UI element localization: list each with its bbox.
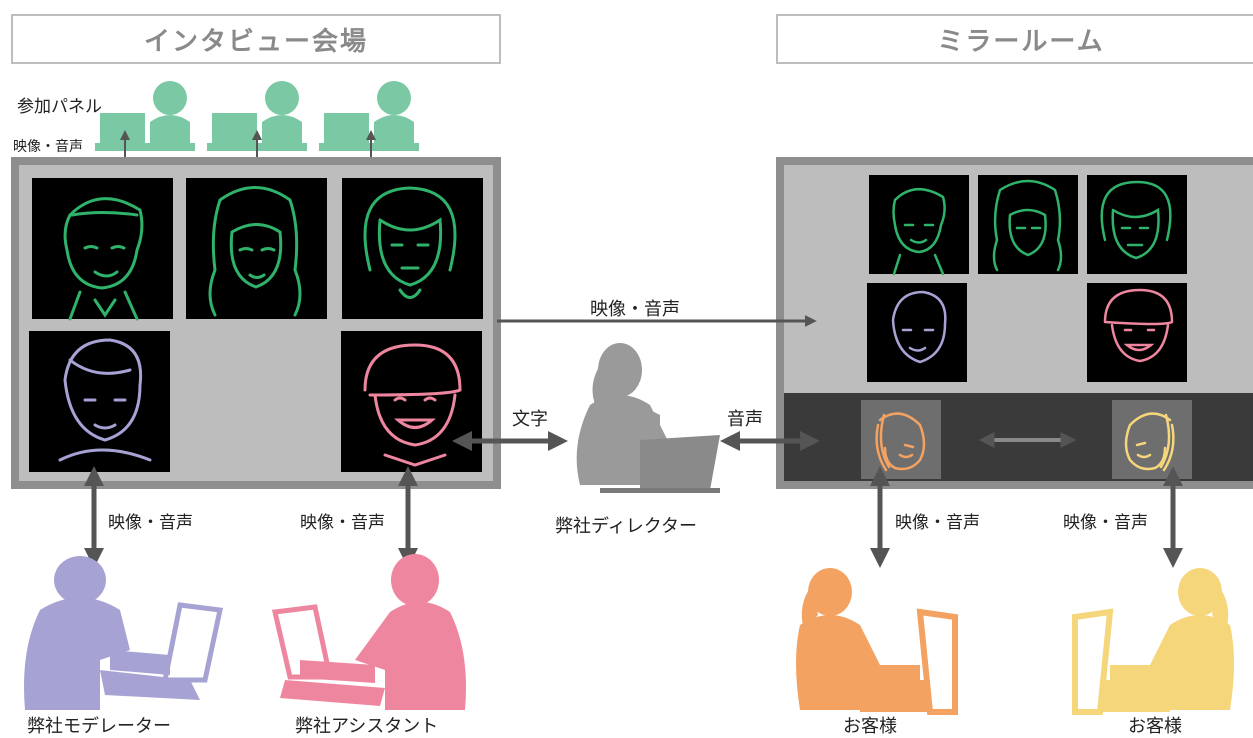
mirror-tile-green-1 bbox=[869, 175, 969, 276]
moderator-figure bbox=[24, 556, 224, 710]
mirror-room-title: ミラールーム bbox=[776, 14, 1253, 64]
moderator-label: 弊社モデレーター bbox=[27, 716, 171, 737]
panel-link-label: 映像・音声 bbox=[13, 139, 83, 155]
panel-label: 参加パネル bbox=[17, 97, 102, 117]
face-tile-green-1 bbox=[32, 178, 173, 321]
face-tile-purple bbox=[29, 331, 170, 472]
customer1-link-label: 映像・音声 bbox=[895, 513, 980, 533]
director-figure bbox=[576, 343, 720, 493]
customer2-figure bbox=[1072, 568, 1234, 715]
mirror-tile-pink bbox=[1087, 283, 1187, 382]
panel-participant-1 bbox=[95, 81, 195, 151]
customer1-label: お客様 bbox=[843, 716, 897, 737]
mirror-tile-green-3 bbox=[1087, 175, 1187, 274]
assistant-link-label: 映像・音声 bbox=[300, 513, 385, 533]
observer-tile-orange bbox=[861, 400, 941, 479]
customer2-label: お客様 bbox=[1128, 716, 1182, 737]
mirror-tile-green-2 bbox=[978, 175, 1078, 274]
customer1-figure bbox=[796, 568, 958, 715]
mirror-tile-purple bbox=[867, 283, 967, 382]
director-text-label: 文字 bbox=[512, 409, 548, 430]
observer-tile-yellow bbox=[1112, 400, 1192, 479]
face-tile-green-2 bbox=[186, 178, 327, 319]
panel-participant-3 bbox=[319, 81, 419, 151]
director-label: 弊社ディレクター bbox=[555, 516, 698, 537]
director-audio-label: 音声 bbox=[727, 409, 763, 430]
face-tile-pink bbox=[341, 331, 482, 472]
customer2-link-label: 映像・音声 bbox=[1063, 513, 1148, 533]
assistant-label: 弊社アシスタント bbox=[295, 716, 439, 737]
face-tile-green-3 bbox=[342, 178, 483, 319]
interview-venue-title: インタビュー会場 bbox=[11, 14, 501, 64]
moderator-link-label: 映像・音声 bbox=[108, 513, 193, 533]
venue-to-mirror-label: 映像・音声 bbox=[590, 299, 680, 320]
assistant-figure bbox=[271, 554, 466, 710]
